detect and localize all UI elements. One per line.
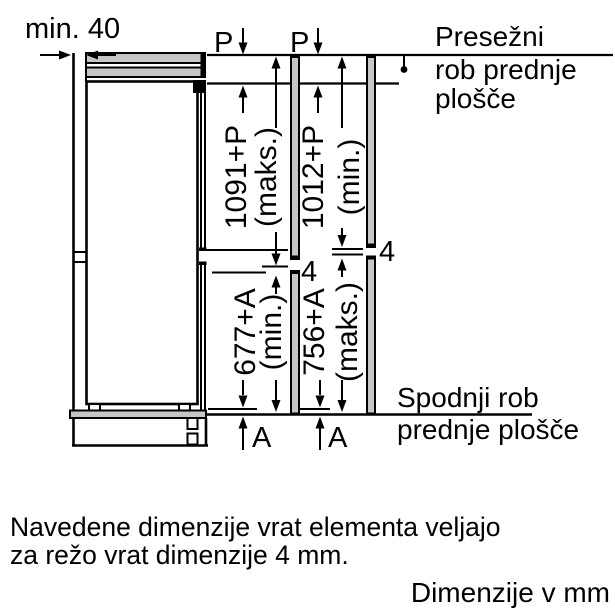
p-label-left: P bbox=[214, 27, 233, 59]
dim-677-up-head bbox=[271, 275, 281, 288]
upper-dimensions: 1091+P (maks.) 1012+P (min.) bbox=[220, 56, 366, 266]
top-edge-label-line2: rob prednje bbox=[435, 54, 577, 85]
a-right-up-arrow-head bbox=[315, 416, 325, 429]
bottom-edge-label-line2: prednje plošče bbox=[397, 414, 579, 445]
p-left-down-arrow-head bbox=[238, 42, 248, 55]
a-dimension: A A bbox=[238, 380, 348, 454]
p-right-down-arrow-head bbox=[313, 42, 323, 55]
dim-1091-value: 1091+P bbox=[220, 125, 253, 229]
gap-label-bar2: 4 bbox=[379, 236, 395, 268]
footnote-line2: za režo vrat dimenzije 4 mm. bbox=[10, 540, 349, 570]
dim-1012-down-head bbox=[337, 235, 347, 247]
a-right-down-arrow-head bbox=[315, 395, 325, 408]
panel-bar1-upper-cap bbox=[290, 255, 300, 260]
p-dimension: P P bbox=[214, 27, 323, 113]
a-left-up-arrow-head bbox=[238, 416, 248, 429]
cabinet-top-strip-2 bbox=[85, 66, 203, 78]
dim-756-qualifier: (maks.) bbox=[331, 282, 364, 382]
p-right-up-arrow-head bbox=[313, 85, 323, 98]
plinth-bar bbox=[69, 409, 207, 419]
min-width-arrow-right-head bbox=[86, 50, 98, 60]
dim-1012-qualifier: (min.) bbox=[333, 139, 366, 216]
a-left-down-arrow-head bbox=[238, 395, 248, 408]
units-note: Dimenzije v mm bbox=[411, 577, 610, 608]
p-label-right: P bbox=[290, 27, 309, 59]
top-edge-callout: Presežni rob prednje plošče bbox=[400, 21, 577, 114]
dim-756-down-head bbox=[337, 400, 347, 412]
gap-label-bar1: 4 bbox=[301, 256, 317, 288]
dim-1091-up-head bbox=[271, 56, 281, 69]
panel-bar2-lower-cap bbox=[366, 255, 376, 260]
top-edge-label-line3: plošče bbox=[435, 83, 516, 114]
cabinet-top-strip-end-cap bbox=[200, 52, 206, 78]
niche-interior bbox=[85, 80, 199, 406]
appliance-door-split-cap-bottom bbox=[199, 261, 207, 265]
adjustable-foot-upper bbox=[186, 417, 199, 430]
panel-bar2-lower bbox=[366, 255, 376, 415]
bottom-edge-callout: Spodnji rob prednje plošče bbox=[397, 382, 579, 445]
bottom-edge-label-line1: Spodnji rob bbox=[397, 382, 539, 413]
dim-1091-qualifier: (maks.) bbox=[250, 127, 283, 227]
top-edge-leader-dot bbox=[400, 66, 408, 73]
gap-labels: 4 4 bbox=[301, 236, 395, 288]
p-left-up-arrow-head bbox=[238, 85, 248, 98]
adjustable-foot-lower bbox=[186, 432, 199, 446]
min-width-label: min. 40 bbox=[25, 13, 120, 45]
dim-677-qualifier: (min.) bbox=[255, 294, 288, 371]
min-width-dimension: min. 40 bbox=[25, 13, 120, 60]
footnote-line1: Navedene dimenzije vrat elementa veljajo bbox=[10, 512, 501, 542]
hinge-corner-block bbox=[193, 80, 206, 93]
lower-dimensions: 677+A (min.) 756+A (maks.) bbox=[229, 258, 364, 412]
dim-677-down-head bbox=[271, 400, 281, 412]
top-edge-label-line1: Presežni bbox=[435, 21, 544, 52]
dim-1012-up-head bbox=[337, 56, 347, 69]
panel-bar1-lower-cap bbox=[290, 270, 300, 274]
footnote: Navedene dimenzije vrat elementa veljajo… bbox=[10, 512, 610, 608]
cabinet-section bbox=[69, 52, 208, 447]
front-panel-bars bbox=[290, 56, 376, 415]
dim-1012-value: 1012+P bbox=[297, 125, 330, 229]
panel-bar2-upper bbox=[366, 56, 376, 248]
min-width-arrow-left-head bbox=[59, 50, 71, 60]
a-label-right: A bbox=[328, 422, 348, 454]
a-label-left: A bbox=[252, 422, 272, 454]
dim-756-up-head bbox=[337, 258, 347, 271]
dim-1091-down-head bbox=[271, 253, 281, 266]
dim-677-value: 677+A bbox=[229, 288, 262, 376]
dim-756-value: 756+A bbox=[298, 288, 331, 376]
panel-bar2-upper-cap bbox=[366, 243, 376, 248]
